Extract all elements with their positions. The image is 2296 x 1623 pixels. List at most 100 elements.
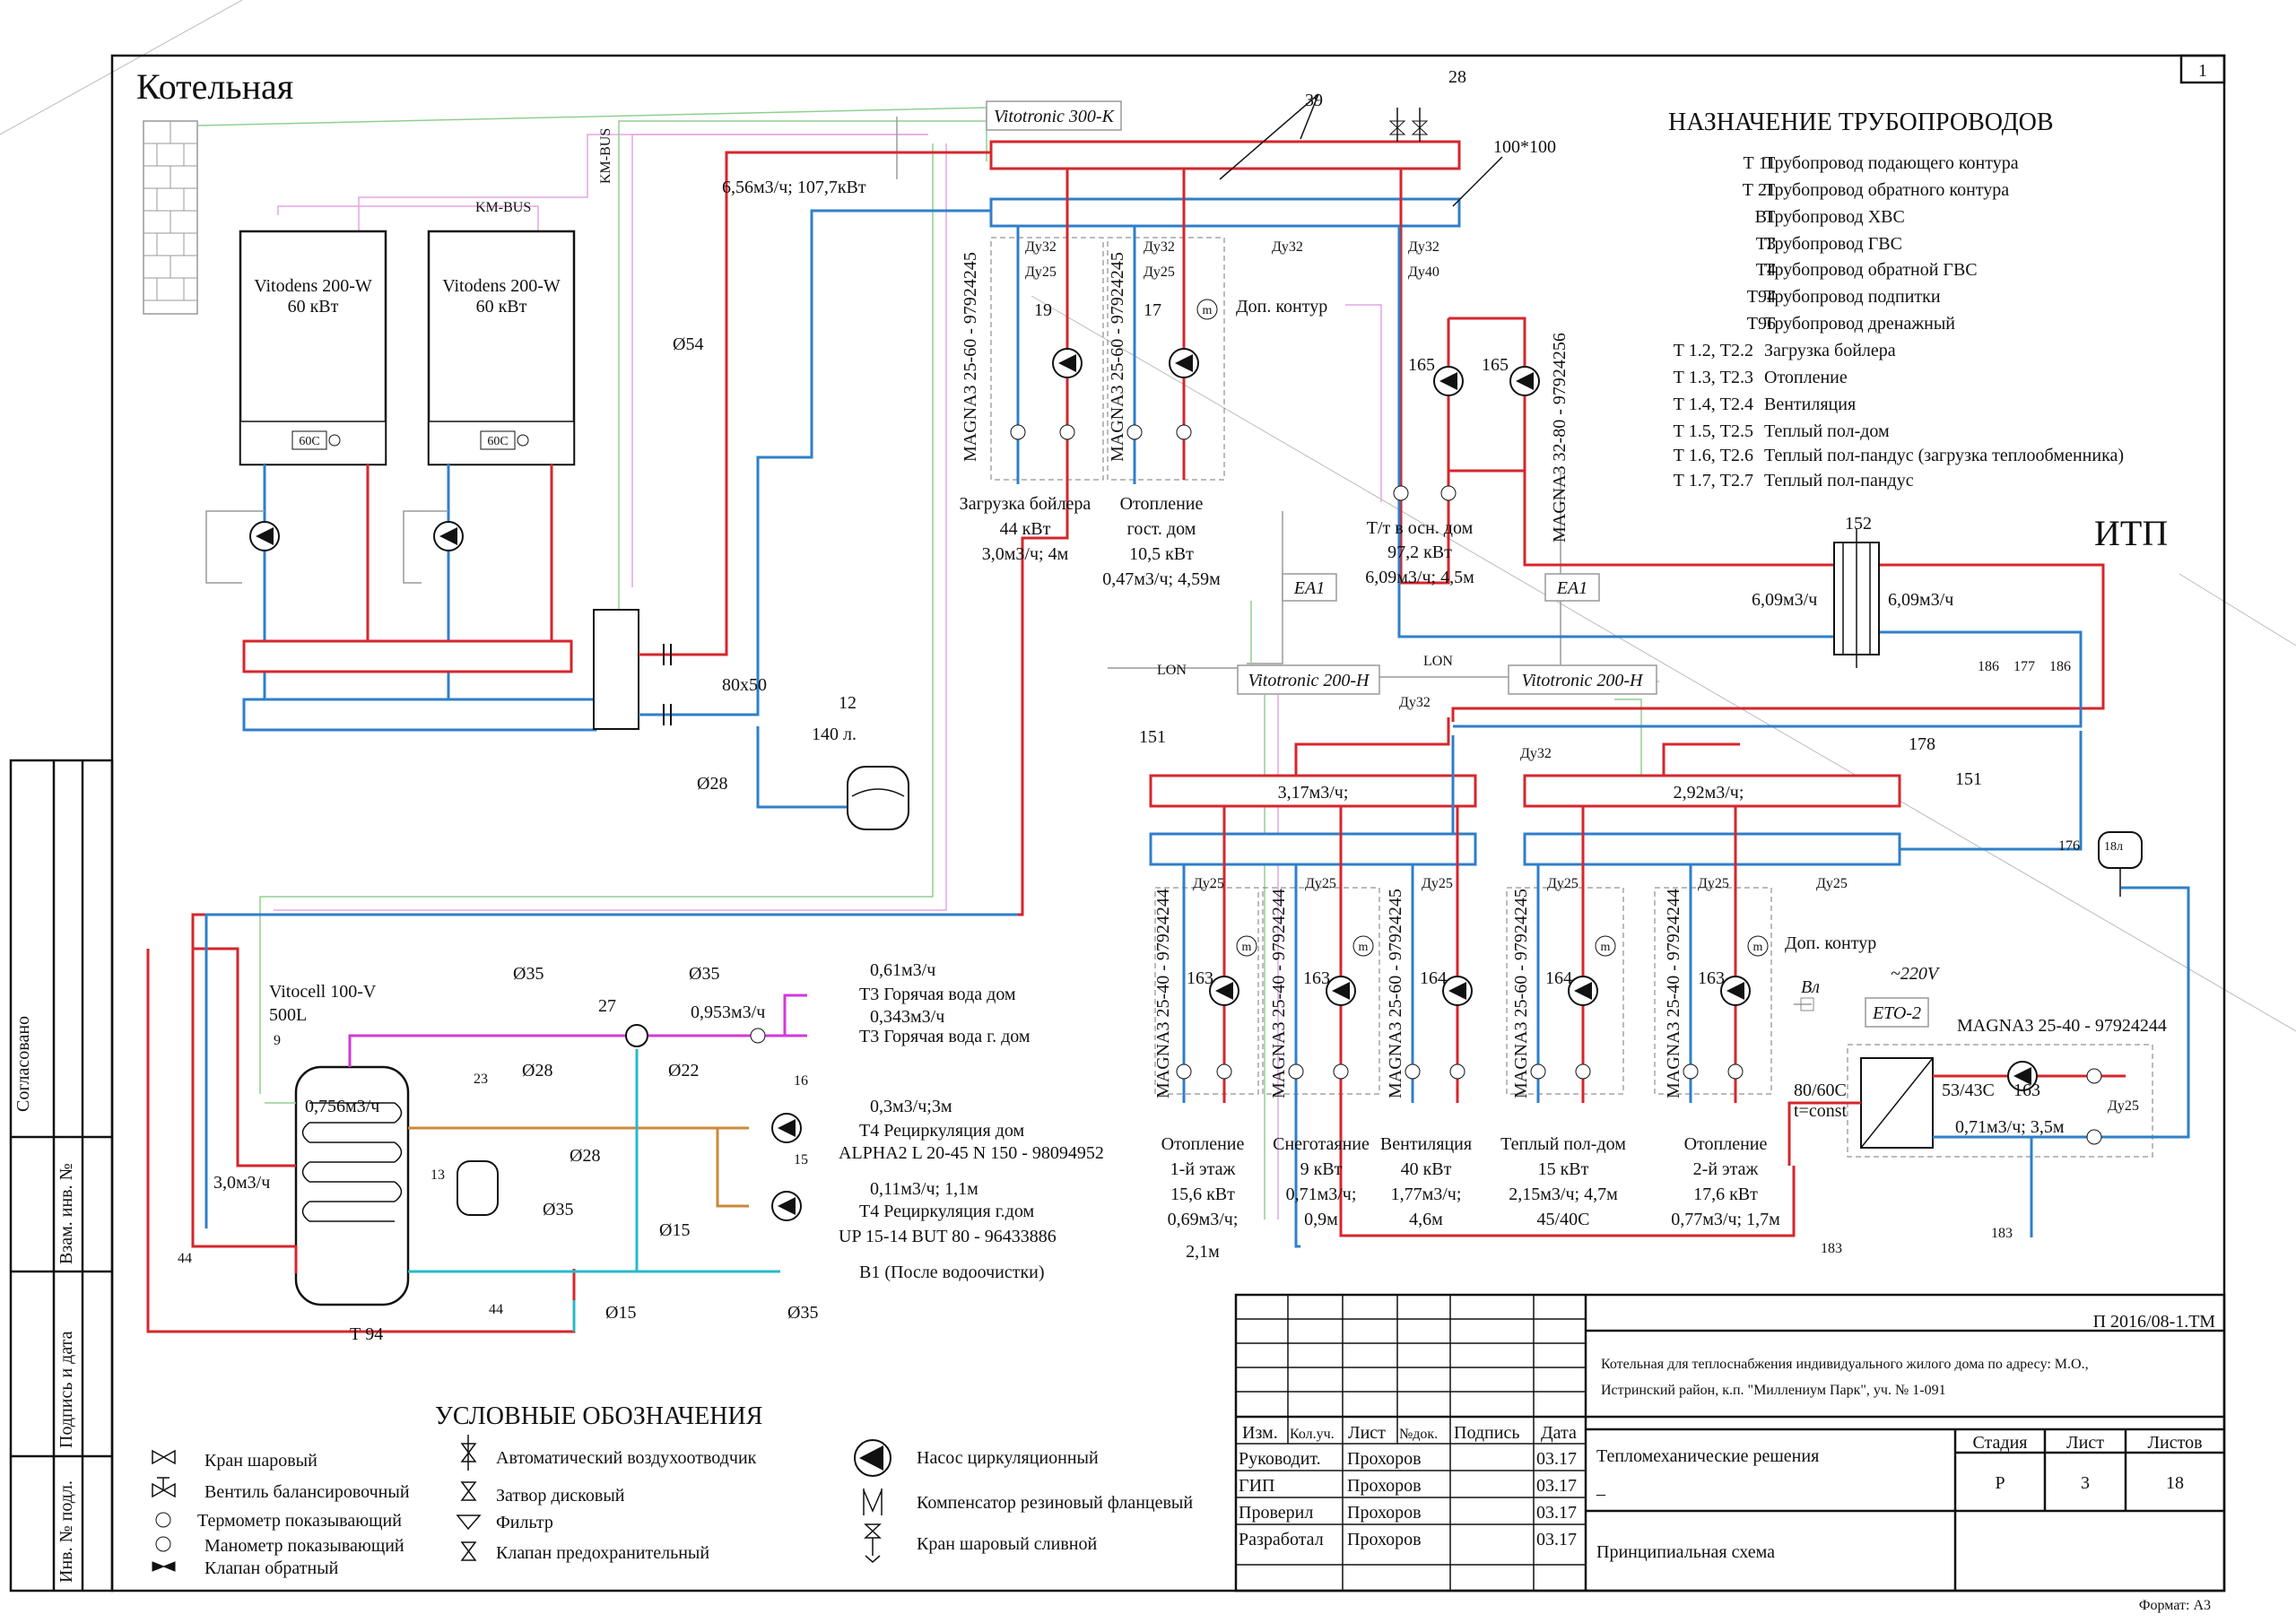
upper-3-title: Т/т в осн. дом	[1367, 518, 1474, 538]
boiler-1: Vitodens 200-W 60 кВт 60C	[239, 230, 387, 466]
doc-desc-2: Истринский район, к.п. "Миллениум Парк",…	[1601, 1383, 1946, 1398]
eto-vl: Вл	[1801, 977, 1820, 997]
ea1-module-a: EA1	[1282, 573, 1337, 602]
drain-183a-number: 183	[1991, 1226, 2013, 1241]
lower-header-right	[1523, 731, 2083, 866]
svg-text:m: m	[1203, 304, 1213, 317]
pressure-gauge-icon	[155, 1536, 171, 1552]
upper-circuit-guest-heating: m	[1107, 169, 1225, 484]
pl-code-8: Т 1.3, Т2.3	[1674, 368, 1753, 387]
pipe-d22: Ø22	[668, 1061, 699, 1081]
pl-text-3: Трубопровод ГВС	[1764, 234, 1902, 254]
t94-label: Т 94	[350, 1324, 383, 1344]
lower-1-title: Отопление	[1161, 1134, 1245, 1154]
ramp-hx-pump: MAGNA3 25-40 - 97924244	[1957, 1016, 2167, 1036]
t3-house-flow: 0,61м3/ч	[870, 960, 935, 980]
pl-code-5: Т94	[1747, 287, 1776, 307]
valve-186a-number: 186	[1978, 659, 1999, 674]
vitotronic-200h-2: Vitotronic 200-H	[1508, 664, 1657, 695]
upper-1-flow: 3,0м3/ч; 4м	[982, 544, 1069, 564]
pump-label-lower-3: MAGNA3 25-60 - 97924245	[1386, 889, 1405, 1098]
lower-3-title: Вентиляция	[1380, 1134, 1472, 1154]
sym-8: Клапан предохранительный	[496, 1543, 709, 1563]
pipeline-legend-title: НАЗНАЧЕНИЕ ТРУБОПРОВОДОВ	[1668, 108, 2054, 136]
pl-code-2: В1	[1755, 207, 1776, 227]
pump-165a-number: 165	[1408, 355, 1435, 375]
t4-guest-label: Т4 Рециркуляция г.дом	[859, 1202, 1034, 1221]
svg-text:m: m	[1359, 941, 1369, 954]
stamp-replace-inv: Взам. инв. №	[57, 1163, 76, 1264]
itp-title: ИТП	[2094, 513, 2168, 553]
lower-1-flow: 0,69м3/ч;	[1168, 1210, 1239, 1229]
construction-lines	[0, 0, 2296, 1032]
vitotronic-300k-label: Vitotronic 300-K	[994, 107, 1116, 126]
upper-1-title: Загрузка бойлера	[960, 494, 1091, 514]
lower-5-title: Отопление	[1684, 1134, 1768, 1154]
pl-code-4: Т4	[1756, 260, 1776, 280]
pump-19-number: 19	[1034, 300, 1052, 320]
t3-guest-flow: 0,343м3/ч	[870, 1007, 944, 1027]
pl-code-6: Т96	[1747, 314, 1776, 334]
pl-text-9: Вентиляция	[1764, 395, 1856, 414]
pump-163c-number: 163	[1698, 968, 1725, 988]
vent-178-number: 178	[1909, 734, 1935, 754]
t3-total-flow: 0,953м3/ч	[691, 1002, 765, 1022]
check-valve-icon	[152, 1561, 176, 1572]
upper-3-power: 97,2 кВт	[1387, 542, 1452, 562]
pipe-d15a: Ø15	[659, 1220, 690, 1240]
dhw-tank	[146, 913, 1018, 1333]
sym-4: Клапан обратный	[204, 1558, 339, 1578]
lower-5-flow: 0,77м3/ч; 1,7м	[1671, 1210, 1780, 1229]
ramp-hx-flow: 0,71м3/ч; 3,5м	[1955, 1117, 2065, 1137]
auto-air-vent-icon	[460, 1435, 477, 1471]
vessel-12-number: 12	[839, 693, 857, 713]
boiler-2: Vitodens 200-W 60 кВт 60C	[427, 230, 576, 466]
pipe-d15b: Ø15	[605, 1303, 636, 1323]
pump-164b-number: 164	[1545, 968, 1572, 988]
boiler-2-name: Vitodens 200-W	[442, 276, 561, 296]
hx-flow-right: 6,09м3/ч	[1888, 590, 1953, 610]
pipe-d28b: Ø28	[522, 1061, 552, 1081]
dhw-tank-name: Vitocell 100-V	[269, 982, 377, 1002]
lower-left-flow: 3,17м3/ч;	[1278, 783, 1349, 803]
t3-guest-label: Т3 Горячая вода г. дом	[859, 1027, 1031, 1046]
ea1-module-b: EA1	[1544, 573, 1600, 602]
tb-sheet: 3	[2081, 1473, 2090, 1493]
tb-h-4: Подпись	[1454, 1423, 1519, 1443]
dn-du25f: Ду25	[1547, 876, 1578, 891]
tb-date-1: 03.17	[1536, 1476, 1577, 1496]
boiler-header	[242, 151, 991, 732]
dn-du25c: Ду25	[1193, 876, 1224, 891]
valve-23-number: 23	[474, 1072, 488, 1087]
pl-text-1: Трубопровод обратного контура	[1764, 180, 2009, 200]
ramp-heat-exchanger	[1787, 886, 2190, 1237]
sym-5: Автоматический воздухоотводчик	[496, 1448, 757, 1468]
upper-2-sub: гост. дом	[1127, 519, 1196, 539]
svg-text:m: m	[1753, 941, 1763, 954]
pipe-d35b: Ø35	[689, 964, 719, 984]
boiler-pumps	[249, 521, 464, 551]
vent-28-number: 28	[1448, 67, 1466, 87]
tb-stage: Р	[1995, 1473, 2005, 1493]
vessel-13-number: 13	[430, 1167, 445, 1183]
boiler-1-power: 60 кВт	[288, 297, 339, 317]
vitotronic-300k: Vitotronic 300-K	[986, 100, 1122, 131]
tb-section: Тепломеханические решения	[1596, 1446, 1819, 1466]
vessel-176-number: 176	[2058, 838, 2080, 854]
hx-flow-left: 6,09м3/ч	[1752, 590, 1817, 610]
boiler-1-name: Vitodens 200-W	[254, 276, 372, 296]
pipe-d35a: Ø35	[513, 964, 544, 984]
lower-4-title: Теплый пол-дом	[1500, 1134, 1626, 1154]
pl-code-3: Т3	[1756, 234, 1776, 254]
dn-du25d: Ду25	[1305, 876, 1336, 891]
tb-role-1: ГИП	[1239, 1476, 1274, 1496]
valve-186b-number: 186	[2049, 659, 2071, 674]
expansion-vessel-12	[756, 726, 909, 830]
pump-163d-number: 163	[2013, 1081, 2040, 1100]
pl-code-7: Т 1.2, Т2.2	[1674, 341, 1753, 360]
dn-du40: Ду40	[1408, 265, 1439, 280]
pl-code-9: Т 1.4, Т2.4	[1674, 395, 1753, 414]
dn-du32b: Ду32	[1144, 239, 1175, 255]
pl-text-10: Теплый пол-дом	[1764, 421, 1890, 441]
